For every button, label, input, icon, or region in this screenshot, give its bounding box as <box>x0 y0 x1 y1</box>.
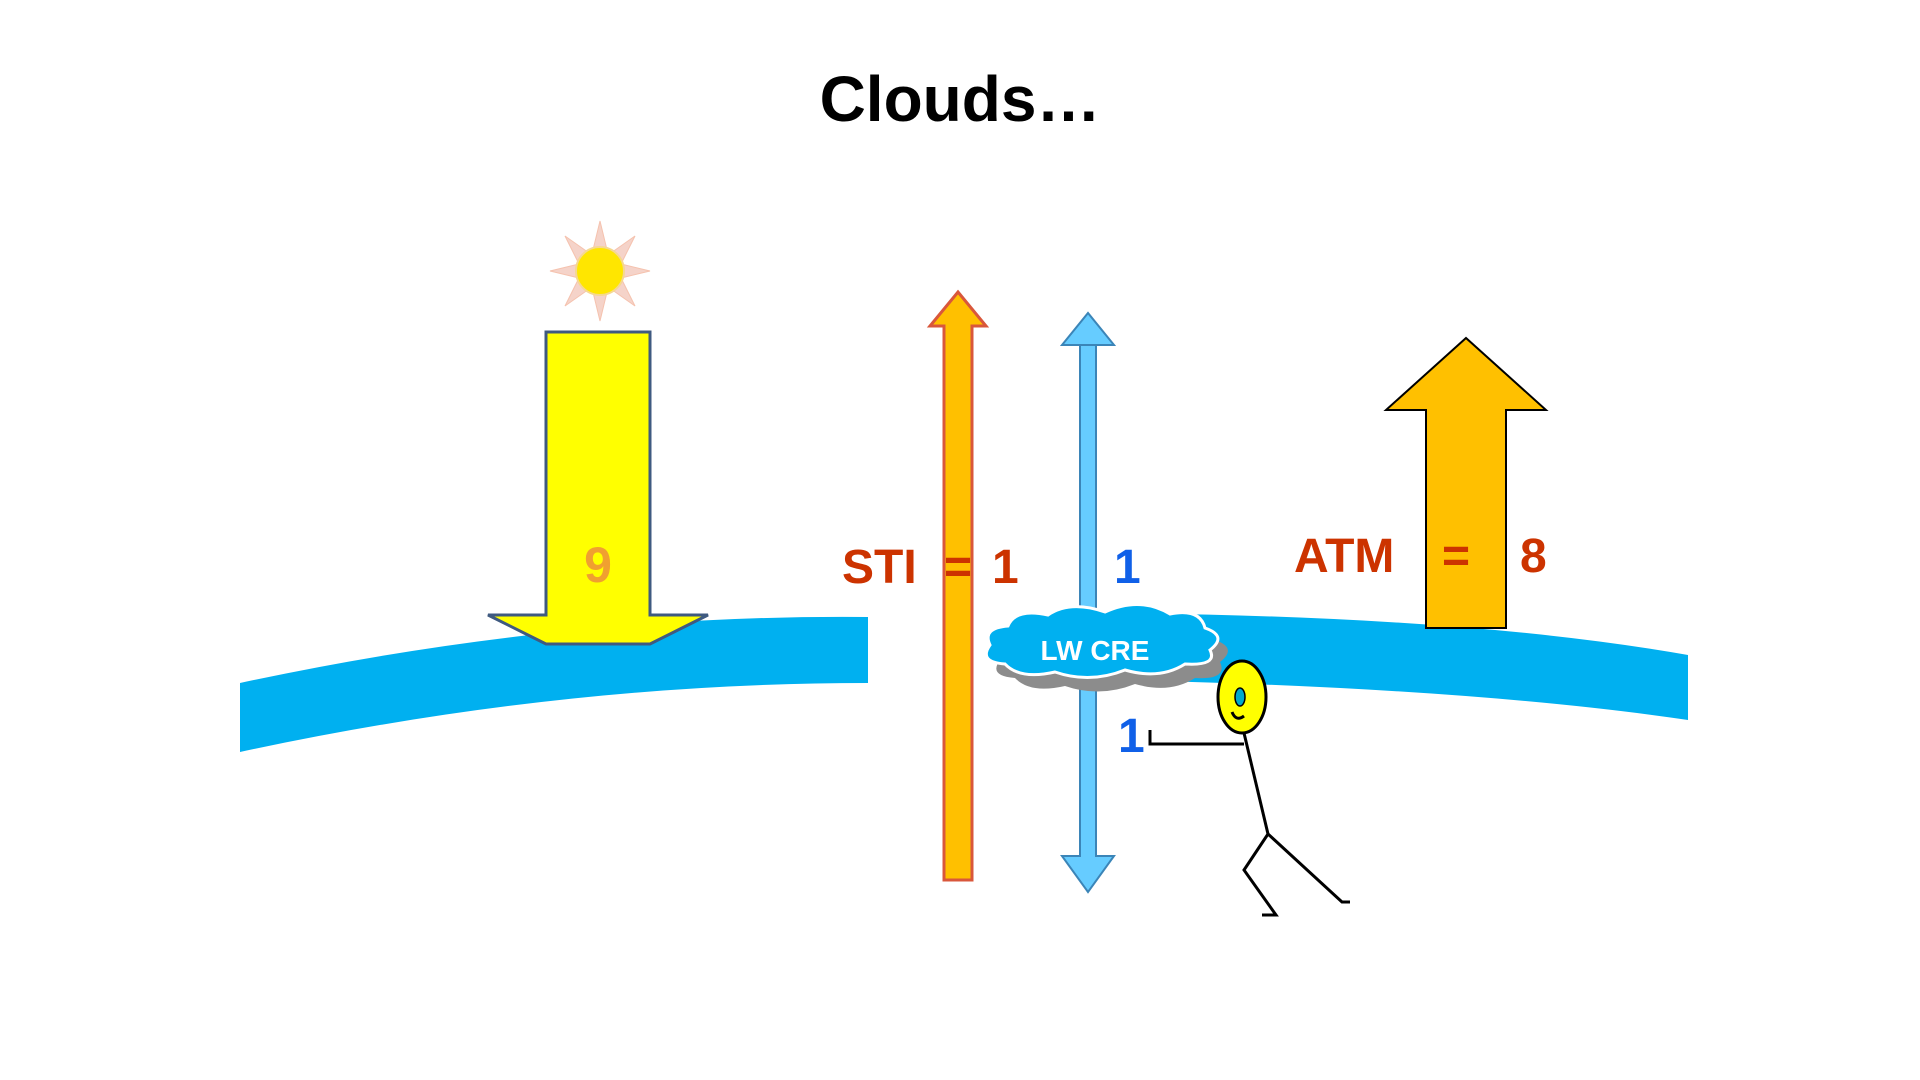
atm-arrow <box>1383 336 1549 629</box>
atmosphere-band-left <box>240 616 868 752</box>
page-title: Clouds… <box>819 63 1101 135</box>
atm-equals: = <box>1442 530 1470 583</box>
incoming-value-label: 9 <box>584 537 612 593</box>
incoming-solar-arrow <box>487 330 709 646</box>
sti-arrow <box>926 289 990 882</box>
cloud-label: LW CRE <box>1041 635 1150 666</box>
stick-figure-icon <box>1148 659 1350 917</box>
lw-double-arrow <box>1059 311 1117 894</box>
atm-value: 8 <box>1520 530 1547 583</box>
sti-value: 1 <box>992 541 1019 594</box>
lw-up-value: 1 <box>1114 541 1141 594</box>
sti-label: STI <box>842 541 917 594</box>
sti-equals: = <box>944 541 972 594</box>
sun-icon <box>549 220 651 322</box>
lw-down-value: 1 <box>1118 710 1145 763</box>
cloud-icon <box>984 602 1228 692</box>
atm-label: ATM <box>1294 530 1394 583</box>
